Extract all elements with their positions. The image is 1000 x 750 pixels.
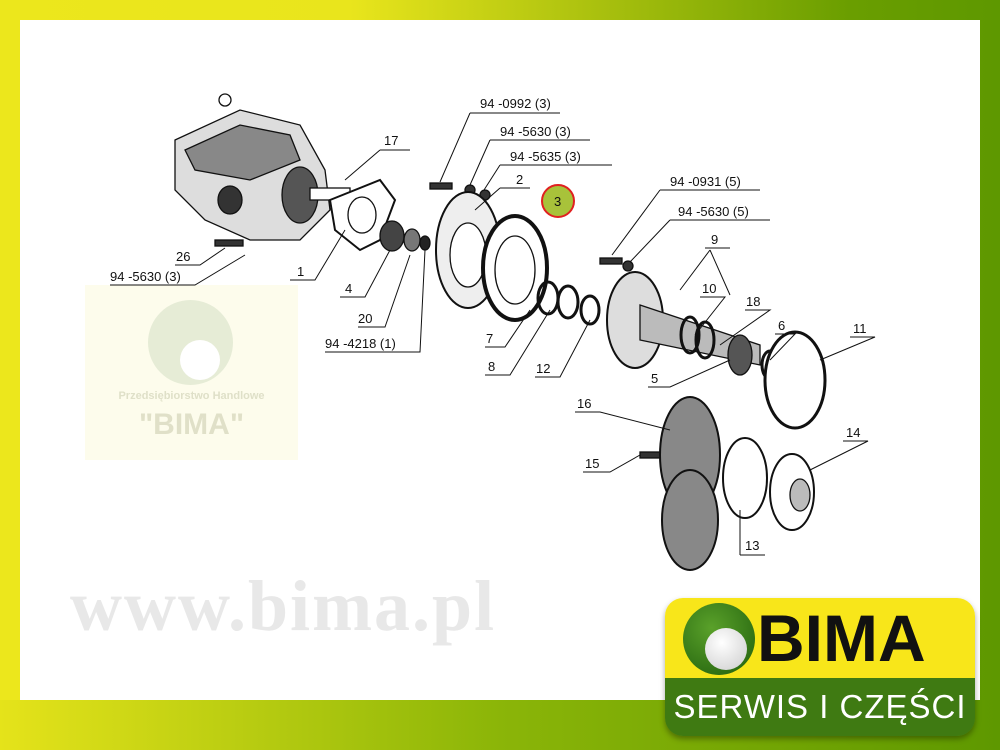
label-5: 5: [651, 371, 658, 386]
label-6: 6: [778, 318, 785, 333]
label-13: 13: [745, 538, 759, 553]
label-94-4218: 94 -4218 (1): [325, 336, 396, 351]
label-1: 1: [297, 264, 304, 279]
label-20: 20: [358, 311, 372, 326]
label-14: 14: [846, 425, 860, 440]
label-18: 18: [746, 294, 760, 309]
leader-lines: [110, 112, 876, 556]
label-94-5635: 94 -5635 (3): [510, 149, 581, 164]
logo-top-band: BIMA: [665, 598, 975, 678]
label-3: 3: [554, 194, 561, 209]
injection-pump: [174, 93, 351, 241]
watermark-ball-icon: [180, 340, 220, 380]
label-4: 4: [345, 281, 352, 296]
highlight-circle-3: [541, 184, 575, 218]
logo-tagline: SERWIS I CZĘŚCI: [665, 678, 975, 736]
label-12: 12: [536, 361, 550, 376]
label-26: 26: [176, 249, 190, 264]
label-7: 7: [486, 331, 493, 346]
label-94-0931: 94 -0931 (5): [670, 174, 741, 189]
watermark-name: "BIMA": [138, 408, 245, 441]
label-8: 8: [488, 359, 495, 374]
label-94-5630-5: 94 -5630 (5): [678, 204, 749, 219]
watermark-subtitle: Przedsiębiorstwo Handlowe: [118, 390, 265, 402]
label-17: 17: [384, 133, 398, 148]
logo-white-ball-icon: [705, 628, 747, 670]
label-94-0992: 94 -0992 (3): [480, 96, 551, 111]
label-11: 11: [853, 321, 867, 336]
logo-name: BIMA: [757, 601, 926, 675]
label-10: 10: [702, 281, 716, 296]
label-94-5630-3b: 94 -5630 (3): [110, 269, 181, 284]
label-9: 9: [711, 232, 718, 247]
label-16: 16: [577, 396, 591, 411]
gear-4: [379, 220, 405, 252]
watermark-url: www.bima.pl: [70, 566, 497, 646]
label-15: 15: [585, 456, 599, 471]
label-94-5630-3: 94 -5630 (3): [500, 124, 571, 139]
gasket-11: [763, 330, 827, 430]
label-2: 2: [516, 172, 523, 187]
bima-logo: BIMA SERWIS I CZĘŚCI: [665, 598, 975, 736]
